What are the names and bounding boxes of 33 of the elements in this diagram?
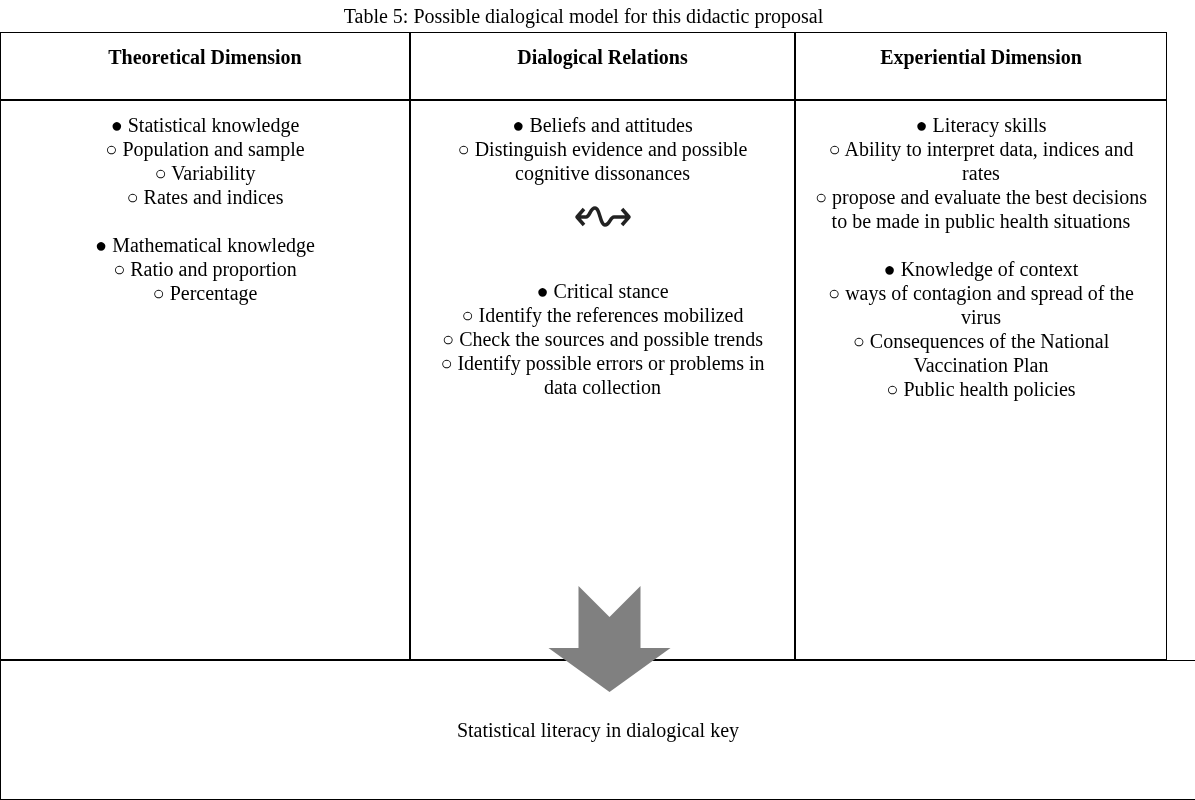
cell-text: ○ Percentage	[152, 281, 258, 305]
header-cell	[0, 32, 410, 100]
cell-text: ○ Identify possible errors or problems in data collection	[439, 351, 766, 399]
cell-text: ○ Rates and indices	[126, 185, 284, 209]
cell-text: ○ Public health policies	[886, 377, 1076, 401]
cell-text: ○ Ratio and proportion	[113, 257, 297, 281]
cell-text: ○ Check the sources and possible trends	[442, 327, 763, 351]
cell-text: ● Mathematical knowledge	[95, 233, 315, 257]
column-heading: Experiential Dimension	[880, 45, 1082, 69]
cell-text: ● Critical stance	[536, 279, 669, 303]
cell-text: ○ Consequences of the National Vaccination Plan	[851, 329, 1111, 377]
cell-text: ● Beliefs and attitudes	[512, 113, 693, 137]
cell-text: Statistical literacy in dialogical key	[456, 718, 740, 742]
table-cell	[410, 100, 795, 660]
block-arrow	[548, 586, 671, 692]
cell-text: ○ Ability to interpret data, indices and rates	[827, 137, 1135, 185]
column-heading: Dialogical Relations	[517, 45, 688, 69]
cell-text: ○ propose and evaluate the best decisions to be made in public health situations	[814, 185, 1148, 233]
column-heading: Theoretical Dimension	[108, 45, 302, 69]
cell-text: ○ ways of contagion and spread of the virus	[827, 281, 1135, 329]
table-title: Table 5: Possible dialogical model for this didactic proposal	[342, 4, 825, 28]
header-cell	[410, 32, 795, 100]
cell-text: ● Statistical knowledge	[110, 113, 300, 137]
cell-text: ○ Variability	[154, 161, 256, 185]
table-cell	[0, 660, 1195, 800]
header-cell	[795, 32, 1167, 100]
cell-text: ○ Identify the references mobilized	[461, 303, 744, 327]
cell-text: ○ Distinguish evidence and possible cognitive dissonances	[456, 137, 749, 185]
table-cell	[0, 100, 410, 660]
cell-text: ● Knowledge of context	[883, 257, 1079, 281]
table-cell	[795, 100, 1167, 660]
cell-text: ○ Population and sample	[105, 137, 305, 161]
cell-text: ● Literacy skills	[915, 113, 1047, 137]
